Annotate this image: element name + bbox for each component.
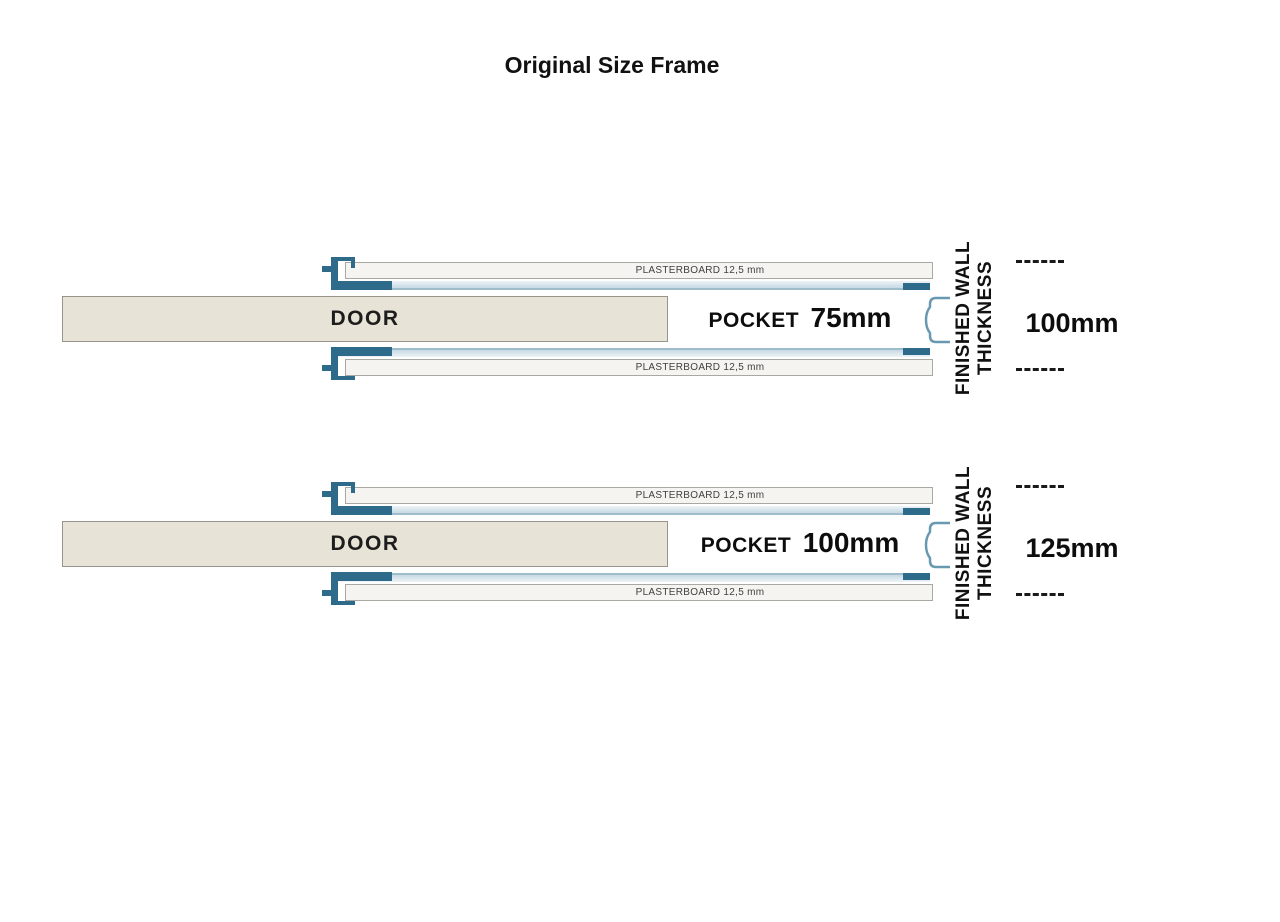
- wall-thickness-value: 100mm: [1025, 308, 1119, 338]
- frame-track-top: [338, 506, 930, 515]
- pocket-end-cap-icon: [924, 296, 950, 344]
- pocket-size-value: 75mm: [810, 302, 892, 333]
- plasterboard-bottom-label: PLASTERBOARD 12,5 mm: [635, 587, 765, 598]
- wall-thickness-value: 125mm: [1025, 533, 1119, 563]
- diagram-pocket-75mm: PLASTERBOARD 12,5 mm DOOR POCKET 75mm: [0, 241, 1280, 425]
- dimension-tick-bottom: [1016, 593, 1064, 596]
- dimension-tick-bottom: [1016, 368, 1064, 371]
- dimension-tick-top: [1016, 260, 1064, 263]
- pocket-end-cap-icon: [924, 521, 950, 569]
- plasterboard-top: PLASTERBOARD 12,5 mm: [345, 487, 933, 504]
- pocket-label-group: POCKET 75mm: [670, 296, 930, 342]
- frame-track-top: [338, 281, 930, 290]
- plasterboard-top-label: PLASTERBOARD 12,5 mm: [635, 490, 765, 501]
- diagram-pocket-100mm: PLASTERBOARD 12,5 mm DOOR POCKET 100mm: [0, 466, 1280, 650]
- pocket-label-group: POCKET 100mm: [670, 521, 930, 567]
- frame-track-top-end-segment: [903, 283, 930, 290]
- frame-track-bottom: [338, 348, 930, 357]
- pocket-label: POCKET: [700, 534, 792, 557]
- pocket-size-value: 100mm: [802, 527, 900, 558]
- door-label: DOOR: [330, 532, 400, 555]
- page-title: Original Size Frame: [504, 52, 720, 78]
- plasterboard-bottom: PLASTERBOARD 12,5 mm: [345, 359, 933, 376]
- door-panel: DOOR: [62, 521, 668, 567]
- dimension-tick-top: [1016, 485, 1064, 488]
- plasterboard-bottom-label: PLASTERBOARD 12,5 mm: [635, 362, 765, 373]
- frame-track-bottom-end-segment: [903, 573, 930, 580]
- plasterboard-top-label: PLASTERBOARD 12,5 mm: [635, 265, 765, 276]
- plasterboard-bottom: PLASTERBOARD 12,5 mm: [345, 584, 933, 601]
- door-panel: DOOR: [62, 296, 668, 342]
- plasterboard-top: PLASTERBOARD 12,5 mm: [345, 262, 933, 279]
- door-label: DOOR: [330, 307, 400, 330]
- frame-bracket-top-left-icon: [322, 257, 392, 290]
- frame-bracket-top-left-icon: [322, 482, 392, 515]
- pocket-label: POCKET: [708, 309, 800, 332]
- frame-track-top-end-segment: [903, 508, 930, 515]
- finished-wall-thickness-label: FINISHED WALL THICKNESS: [953, 240, 996, 396]
- frame-track-bottom: [338, 573, 930, 582]
- frame-track-bottom-end-segment: [903, 348, 930, 355]
- finished-wall-thickness-label: FINISHED WALL THICKNESS: [953, 465, 996, 621]
